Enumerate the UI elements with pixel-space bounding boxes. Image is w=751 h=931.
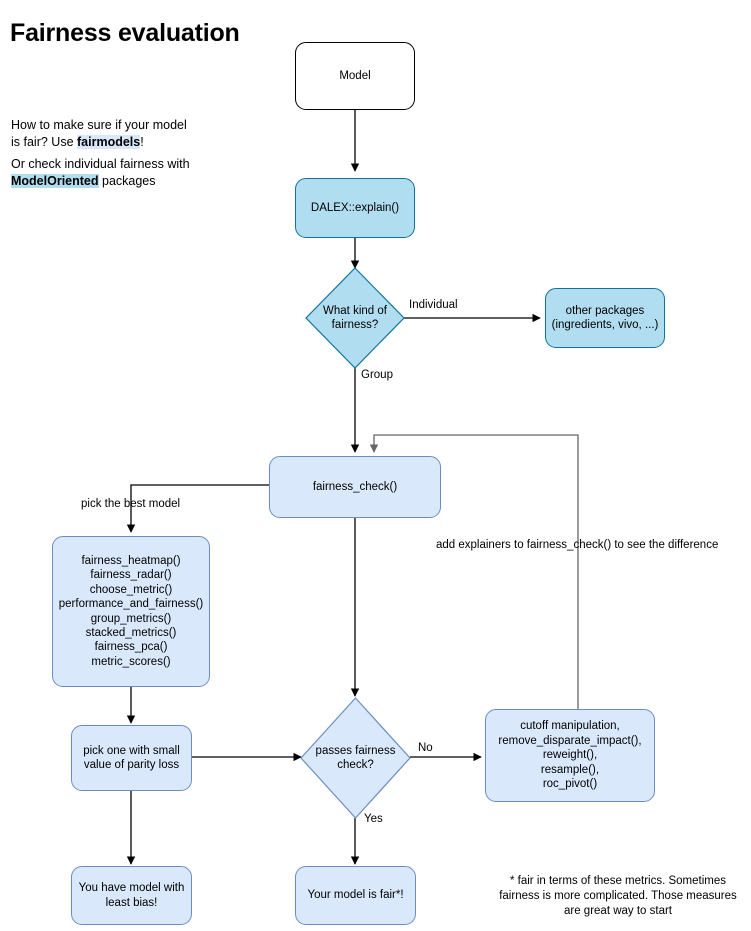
intro-paragraph-1-post: ! [140, 134, 144, 149]
modeloriented-highlight: ModelOriented [11, 173, 99, 188]
node-dalex-explain[interactable]: DALEX::explain() [295, 178, 415, 238]
edge-label-yes: Yes [364, 813, 383, 825]
intro-paragraph-1-pre: How to make sure if your model is fair? … [11, 118, 187, 149]
node-pick-one-small-parity-loss[interactable]: pick one with small value of parity loss [71, 725, 192, 791]
node-metrics-list[interactable]: fairness_heatmap() fairness_radar() choo… [52, 536, 210, 687]
edge-label-no: No [418, 742, 433, 754]
intro-paragraph-2-pre: Or check individual fairness with [11, 157, 190, 171]
node-passes-fairness-check-label: passes fairness check? [315, 744, 396, 771]
edge-label-pick-the-best-model: pick the best model [81, 498, 181, 510]
fairmodels-highlight: fairmodels [77, 134, 141, 149]
node-other-packages[interactable]: other packages (ingredients, vivo, ...) [545, 288, 665, 348]
edge-label-group: Group [361, 369, 393, 381]
edge-fairness-check-to-metrics [126, 484, 269, 533]
intro-paragraph-2-post: packages [98, 173, 156, 188]
intro-paragraph-2: Or check individual fairness with ModelO… [11, 156, 196, 189]
node-model[interactable]: Model [295, 42, 415, 110]
node-passes-fairness-check[interactable]: passes fairness check? [300, 697, 411, 819]
node-cutoff-manipulation[interactable]: cutoff manipulation, remove_disparate_im… [485, 709, 655, 802]
edge-cutoff-feedback-to-fairness-check [369, 434, 579, 709]
node-what-kind-of-fairness-label: What kind of fairness? [323, 304, 387, 331]
footnote: * fair in terms of these metrics. Someti… [499, 875, 737, 918]
node-least-bias[interactable]: You have model with least bias! [71, 866, 192, 925]
node-fairness-check[interactable]: fairness_check() [269, 456, 441, 518]
node-what-kind-of-fairness[interactable]: What kind of fairness? [305, 267, 405, 369]
node-model-is-fair[interactable]: Your model is fair*! [295, 866, 416, 925]
page-title: Fairness evaluation [10, 19, 240, 47]
edge-label-individual: Individual [409, 299, 458, 311]
intro-paragraph-1: How to make sure if your model is fair? … [11, 117, 196, 150]
edge-label-add-explainers: add explainers to fairness_check() to se… [436, 539, 719, 551]
